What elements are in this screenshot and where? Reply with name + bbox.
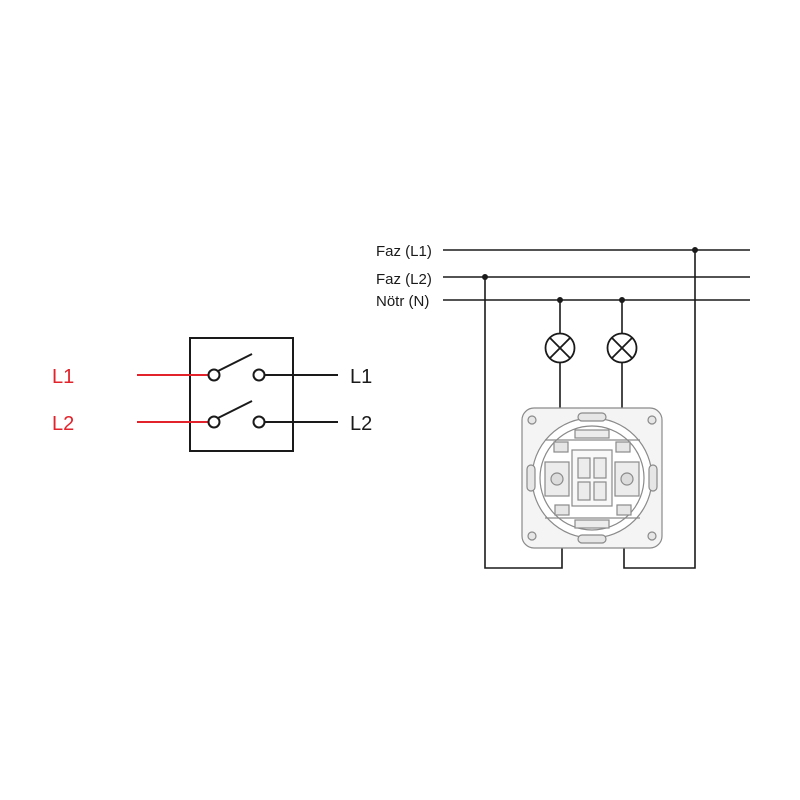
switch-box (189, 337, 294, 452)
lamp-2 (606, 332, 638, 364)
lamp-1 (544, 332, 576, 364)
phase-l1-feed-wire (623, 250, 696, 569)
output-label-l2: L2 (350, 413, 372, 435)
switch-schematic: L1 L2 L1 L2 (52, 337, 372, 452)
phase-l2-feed-wire (484, 277, 563, 569)
bus-label-faz-l2: Faz (L2) (376, 271, 432, 288)
contact-out-2 (252, 415, 266, 429)
contact-out-1 (252, 368, 266, 382)
contact-in-2 (207, 415, 221, 429)
input-label-l1: L1 (52, 366, 74, 388)
wiring-layout: Faz (L1) Faz (L2) Nötr (N) (376, 243, 750, 569)
switch-blade-1 (217, 353, 253, 372)
bus-label-notr-n: Nötr (N) (376, 293, 429, 310)
switch-blade-2 (217, 400, 253, 419)
contact-in-1 (207, 368, 221, 382)
bus-label-faz-l1: Faz (L1) (376, 243, 432, 260)
input-label-l2: L2 (52, 413, 74, 435)
output-label-l1: L1 (350, 366, 372, 388)
switch-mechanism (521, 407, 663, 549)
